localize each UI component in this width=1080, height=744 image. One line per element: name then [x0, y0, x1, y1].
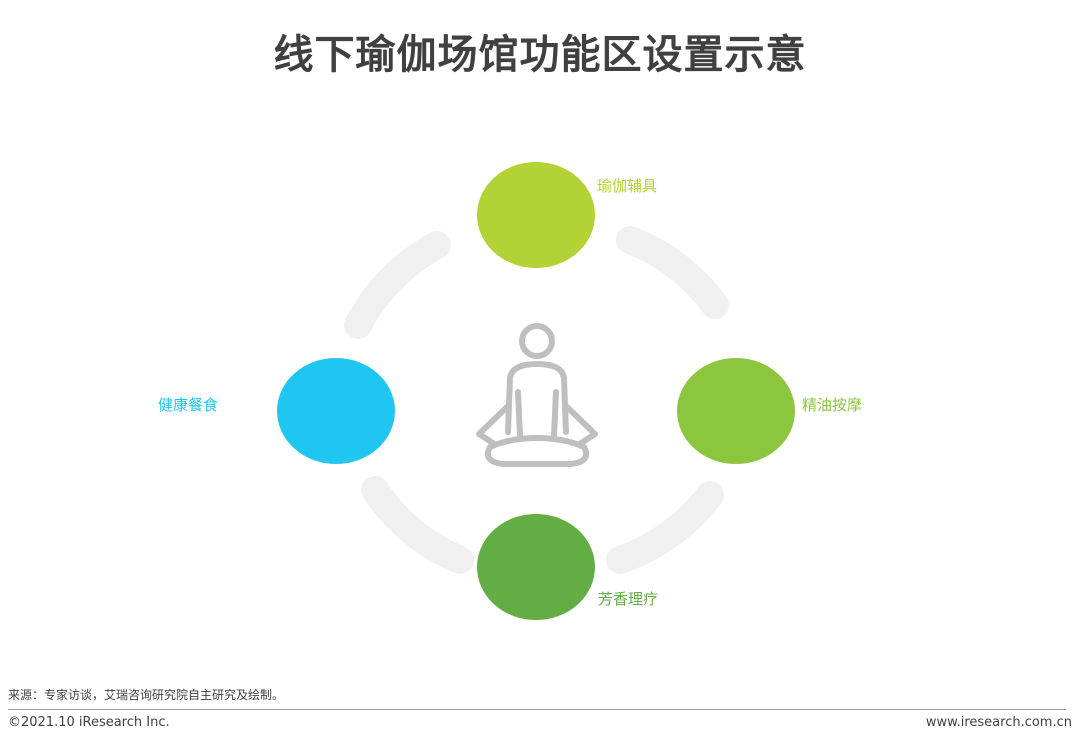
node-circle-left	[277, 358, 395, 464]
website-link[interactable]: www.iresearch.com.cn	[925, 715, 1072, 730]
footer-divider	[8, 709, 1066, 710]
connector-arcs	[344, 226, 729, 574]
node-label-top: 瑜伽辅具	[597, 177, 658, 195]
page-title: 线下瑜伽场馆功能区设置示意	[273, 32, 807, 78]
node-label-left: 健康餐食	[158, 396, 219, 414]
node-label-right: 精油按摩	[802, 396, 863, 414]
arc-top-left	[344, 231, 451, 339]
node-circle-top	[477, 162, 595, 268]
node-circle-bottom	[477, 514, 595, 620]
copyright-text: ©2021.10 iResearch Inc.	[8, 715, 170, 730]
node-circle-right	[677, 358, 795, 464]
arc-bottom-right	[606, 481, 724, 574]
node-label-bottom: 芳香理疗	[598, 590, 659, 608]
source-note: 来源：专家访谈，艾瑞咨询研究院自主研究及绘制。	[8, 688, 285, 702]
arc-bottom-left	[361, 476, 474, 574]
meditating-person-icon	[476, 323, 598, 467]
arc-top-right	[616, 226, 729, 319]
